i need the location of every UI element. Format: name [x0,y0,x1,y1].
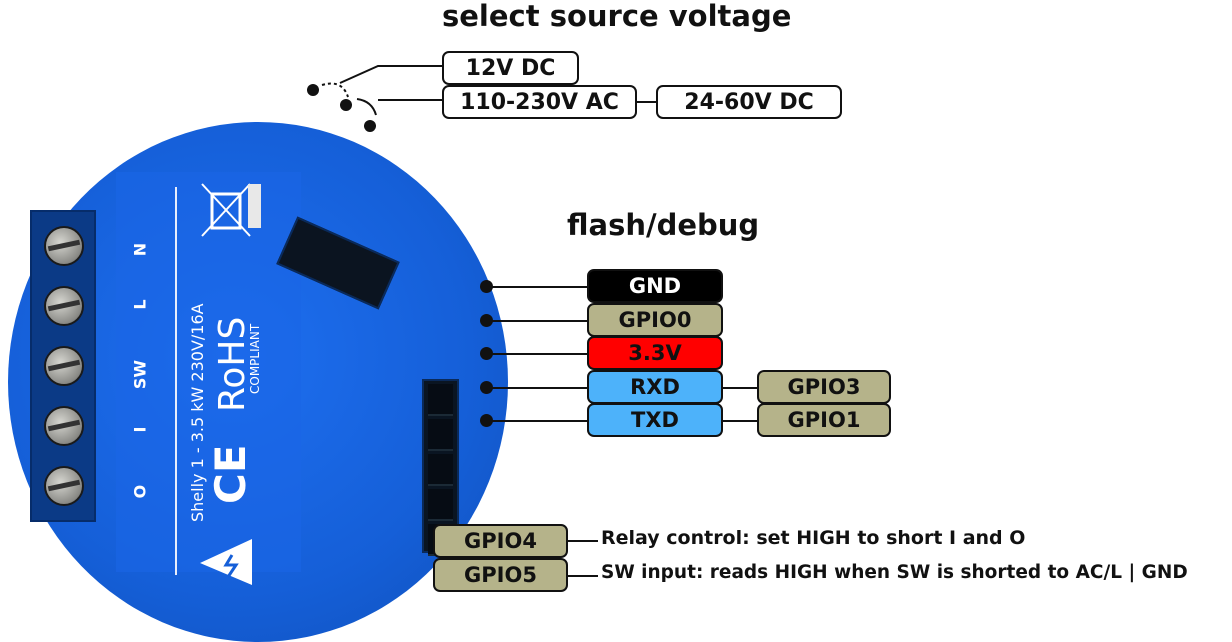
label-panel [116,172,301,572]
gpio5-description: SW input: reads HIGH when SW is shorted … [601,562,1188,583]
high-voltage-warning-icon [200,539,252,585]
flash-debug-title: flash/debug [567,208,760,242]
screw-terminal-i [44,406,84,446]
screw-terminal-block [30,210,96,522]
pin-alias-gpio3: GPIO3 [757,370,891,404]
alias-line [722,387,758,389]
terminal-label-n: N [130,242,150,257]
label-divider [175,187,177,575]
connector-line [637,101,657,103]
weee-bin-icon [201,183,251,237]
voltage-option-24-60v-dc: 24-60V DC [656,85,842,119]
note-line [568,575,598,577]
screw-terminal-sw [44,346,84,386]
screw-terminal-l [44,286,84,326]
shelly-1-device: N L SW I O Shelly 1 - 3.5 kW 230V/16A Ro… [8,112,508,642]
rohs-logo: RoHS [212,316,253,412]
screw-terminal-n [44,226,84,266]
voltage-option-110-230v-ac: 110-230V AC [442,85,637,119]
jumper-selector-graphic [307,65,443,132]
terminal-label-o: O [130,484,150,499]
gpio4-description: Relay control: set HIGH to short I and O [601,527,1026,549]
weee-bar [248,184,261,228]
pin-alias-gpio1: GPIO1 [757,403,891,437]
voltage-option-12v-dc: 12V DC [442,51,579,85]
pin-gnd: GND [587,269,723,303]
rohs-compliant-text: COMPLIANT [248,323,262,394]
pin-line [486,286,588,288]
terminal-label-l: L [130,299,150,310]
pin-line [486,320,588,322]
pin-line [486,353,588,355]
terminal-label-sw: SW [130,359,150,390]
gpio4-label: GPIO4 [433,524,568,558]
terminal-label-i: I [130,426,150,433]
rating-text: Shelly 1 - 3.5 kW 230V/16A [188,303,207,522]
screw-terminal-o [44,466,84,506]
gpio5-label: GPIO5 [433,558,568,592]
select-source-voltage-title: select source voltage [442,0,792,33]
pin-3v3: 3.3V [587,336,723,370]
pin-gpio0: GPIO0 [587,303,723,337]
alias-line [722,420,758,422]
pin-line [486,420,588,422]
pin-txd: TXD [587,403,723,437]
pin-rxd: RXD [587,370,723,404]
note-line [568,540,598,542]
ce-mark: CE [206,444,255,504]
pin-line [486,387,588,389]
